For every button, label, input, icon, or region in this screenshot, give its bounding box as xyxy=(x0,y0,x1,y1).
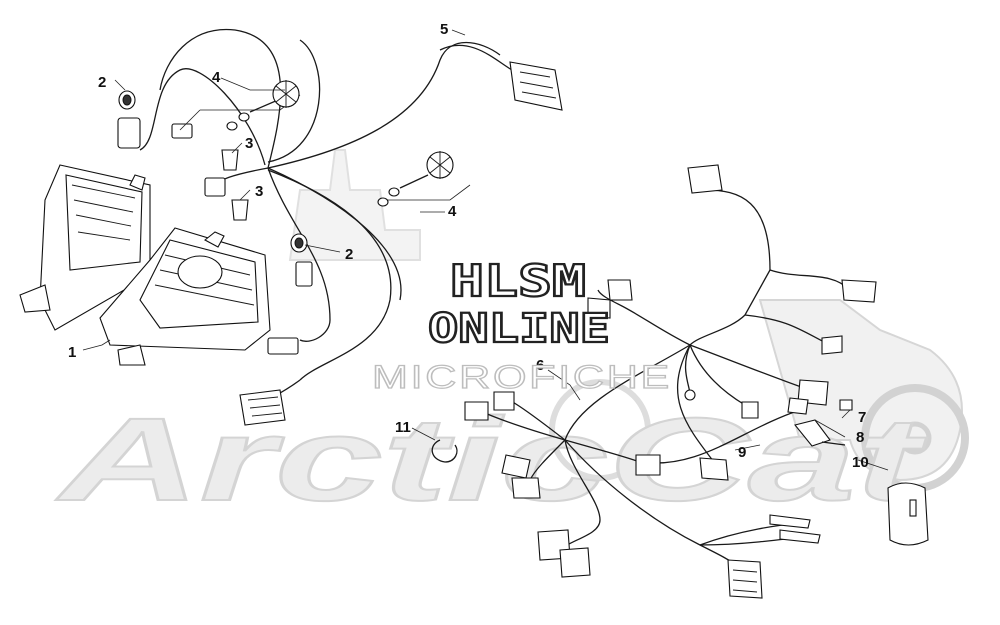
watermark-text-group: HLSM ONLINE MICROFICHE xyxy=(371,255,672,396)
watermark-brand: ArcticCat xyxy=(55,394,928,526)
callout-4-lower: 4 xyxy=(448,203,457,220)
main-wiring-harness xyxy=(464,164,877,599)
callout-11: 11 xyxy=(395,419,411,436)
watermark-line-1: HLSM xyxy=(450,256,586,307)
watermark-castle-icon xyxy=(288,149,421,261)
callout-leaders xyxy=(82,29,889,471)
callout-labels: 1 2 2 3 3 4 4 5 6 7 8 9 10 11 xyxy=(68,21,869,471)
headlight-harness xyxy=(117,28,501,426)
callout-3-upper: 3 xyxy=(245,135,253,152)
callout-2-lower: 2 xyxy=(345,246,353,263)
callout-7: 7 xyxy=(858,409,866,426)
bulb-group xyxy=(118,90,308,253)
callout-4-upper: 4 xyxy=(212,69,221,86)
callout-1: 1 xyxy=(68,344,76,361)
headlight-assembly-front xyxy=(99,227,271,366)
main-connector xyxy=(439,44,563,111)
protective-sleeve xyxy=(887,482,929,546)
callout-5: 5 xyxy=(440,21,448,38)
callout-10: 10 xyxy=(852,454,869,471)
callout-6: 6 xyxy=(536,357,544,374)
callout-9: 9 xyxy=(738,444,746,461)
watermark-line-3: MICROFICHE xyxy=(372,359,672,395)
callout-8: 8 xyxy=(856,429,864,446)
headlight-assembly-rear xyxy=(19,164,151,331)
callout-2-upper: 2 xyxy=(98,74,106,91)
harness-clip xyxy=(431,439,458,463)
fuse-holder xyxy=(794,419,846,447)
callout-3-lower: 3 xyxy=(255,183,263,200)
watermark-line-2: ONLINE xyxy=(428,306,610,352)
adjuster-group xyxy=(179,80,471,207)
